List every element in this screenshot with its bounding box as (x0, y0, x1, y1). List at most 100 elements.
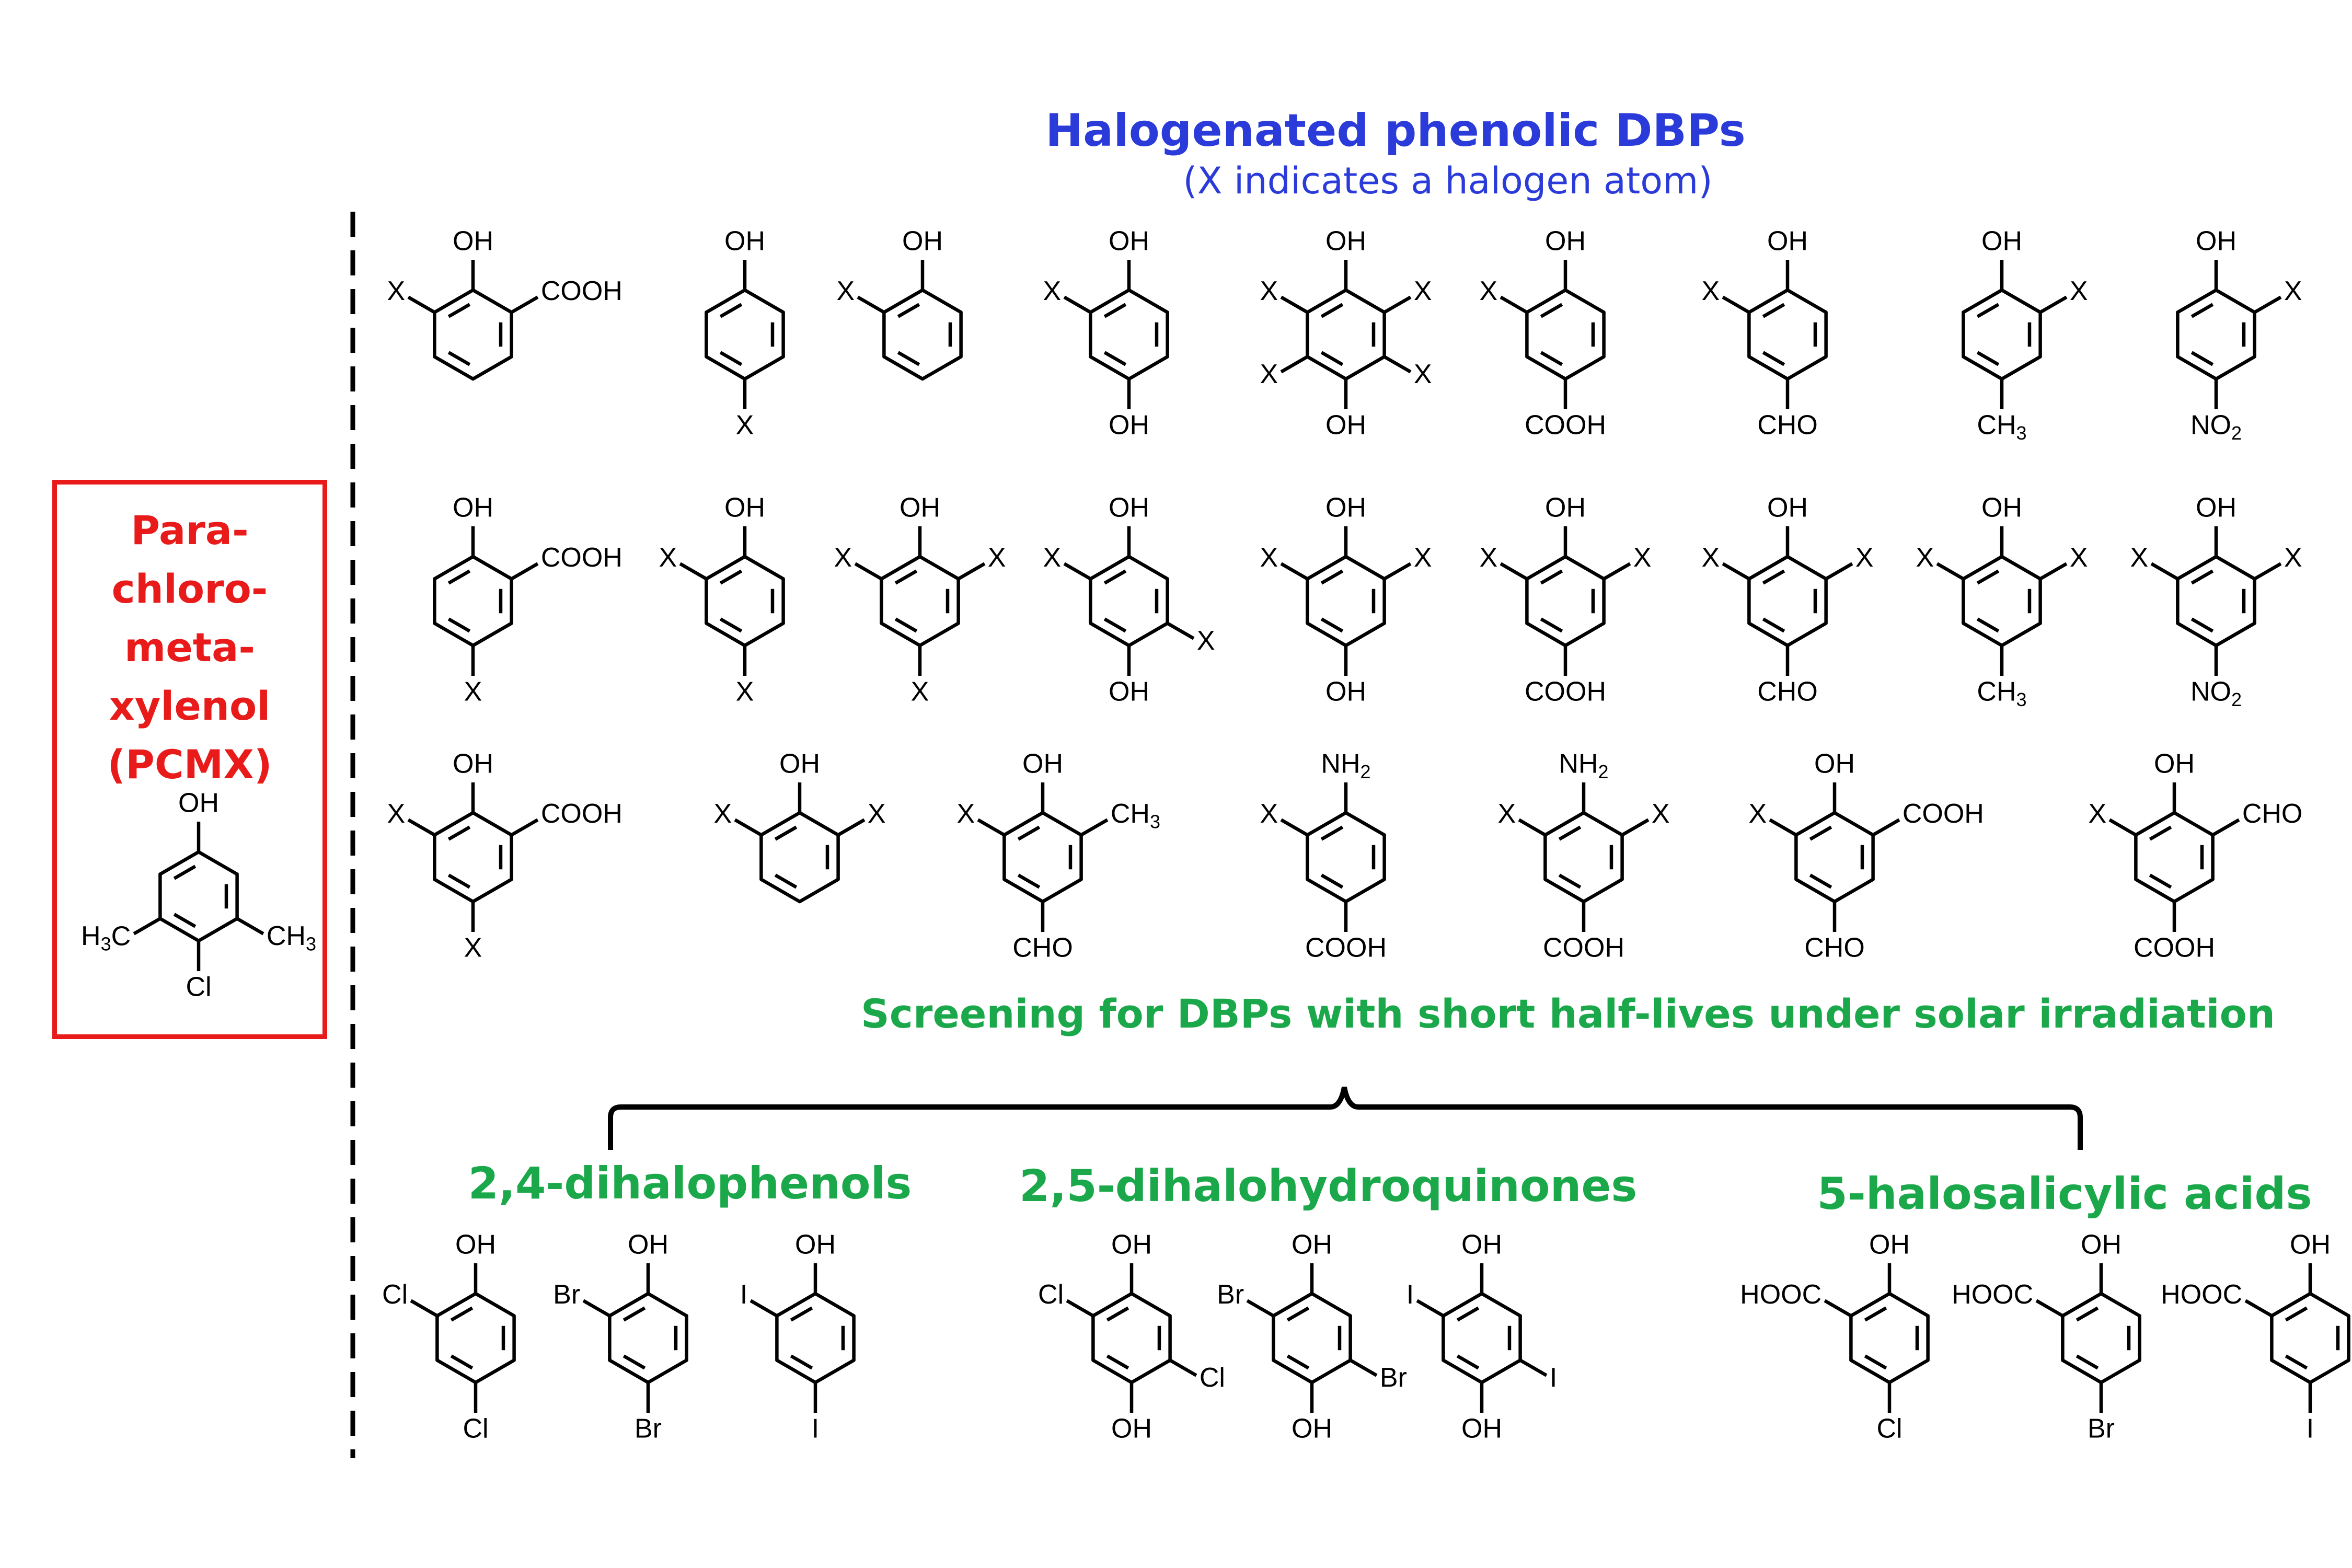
substituent-label: CHO (2242, 799, 2303, 829)
substituent-label: Cl (463, 1414, 488, 1444)
double-bond (447, 303, 471, 318)
substituent-label: OH (779, 749, 820, 779)
substituent-label: X (1652, 799, 1670, 829)
substituent-label: OH (724, 493, 765, 523)
double-bond (1762, 303, 1785, 318)
substituent-bond (2039, 295, 2068, 314)
substituent-label: OH (1292, 1414, 1332, 1444)
substituent-label: X (988, 543, 1006, 573)
substituent-bond (1416, 1299, 1445, 1318)
substituent-bond (837, 818, 866, 837)
substituent-label: Br (1217, 1279, 1244, 1310)
substituent-label: X (836, 276, 855, 306)
substituent-bond (1722, 562, 1750, 581)
substituent-bond (1349, 1358, 1378, 1377)
substituent-bond (1080, 818, 1109, 837)
substituent-bond (1500, 562, 1528, 581)
substituent-bond (1063, 295, 1092, 314)
substituent-label: COOH (541, 276, 622, 306)
substituent-bond (1166, 621, 1195, 640)
pcmx-name-line: meta- (124, 624, 255, 671)
substituent-label: NH2 (1321, 749, 1370, 782)
double-bond (790, 1354, 813, 1370)
substituent-bond (1280, 295, 1309, 314)
substituent-bond (407, 818, 436, 837)
substituent-label: OH (2196, 226, 2236, 257)
substituent-label: H3C (81, 921, 131, 954)
substituent-label: Cl (1876, 1414, 1902, 1444)
substituent-label: OH (1869, 1230, 1910, 1260)
substituent-label: OH (2290, 1230, 2331, 1260)
substituent-label: X (1633, 543, 1652, 573)
double-bond (1320, 825, 1344, 841)
substituent-label: OH (178, 788, 219, 818)
double-bond (2149, 825, 2172, 841)
substituent-bond (1169, 1358, 1197, 1377)
substituent-label: HOOC (2161, 1279, 2242, 1310)
double-bond (1103, 303, 1127, 318)
figure-subtitle: (X indicates a halogen atom) (1183, 159, 1713, 202)
substituent-bond (1383, 562, 1412, 581)
double-bond (1320, 351, 1344, 366)
double-bond (2076, 1306, 2099, 1322)
double-bond (447, 617, 471, 633)
substituent-label: OH (1109, 410, 1149, 441)
substituent-bond (582, 1299, 611, 1318)
substituent-label: OH (628, 1230, 668, 1260)
substituent-label: X (911, 677, 929, 707)
substituent-label: X (868, 799, 886, 829)
substituent-label: Cl (382, 1279, 408, 1310)
substituent-label: Br (553, 1279, 580, 1310)
double-bond (1864, 1354, 1887, 1370)
substituent-bond (1936, 562, 1965, 581)
substituent-label: Br (2088, 1414, 2115, 1444)
substituent-bond (510, 562, 539, 581)
double-bond (1286, 1306, 1310, 1322)
substituent-label: OH (453, 749, 493, 779)
double-bond (1762, 569, 1785, 585)
substituent-bond (510, 295, 539, 314)
double-bond (1320, 617, 1344, 633)
substituent-bond (977, 818, 1006, 837)
substituent-label: OH (1111, 1230, 1152, 1260)
substituent-label: X (1260, 359, 1278, 389)
double-bond (622, 1354, 646, 1370)
substituent-bond (1824, 1299, 1852, 1318)
substituent-bond (2244, 1299, 2273, 1318)
pcmx-box: Para- chloro- meta- xylenol (PCMX) (52, 480, 327, 1039)
double-bond (1864, 1306, 1887, 1322)
substituent-label: X (1043, 543, 1061, 573)
double-bond (1809, 873, 1832, 889)
substituent-bond (1280, 818, 1309, 837)
substituent-label: X (1414, 276, 1432, 306)
double-bond (622, 1306, 646, 1322)
double-bond (1103, 351, 1127, 366)
substituent-bond (2108, 818, 2137, 837)
substituent-bond (854, 562, 883, 581)
double-bond (719, 303, 743, 318)
substituent-label: OH (1109, 226, 1149, 257)
group-title-dihalophenols: 2,4-dihalophenols (468, 1158, 912, 1209)
substituent-bond (510, 818, 539, 837)
substituent-bond (1383, 355, 1412, 374)
double-bond (1320, 873, 1344, 889)
